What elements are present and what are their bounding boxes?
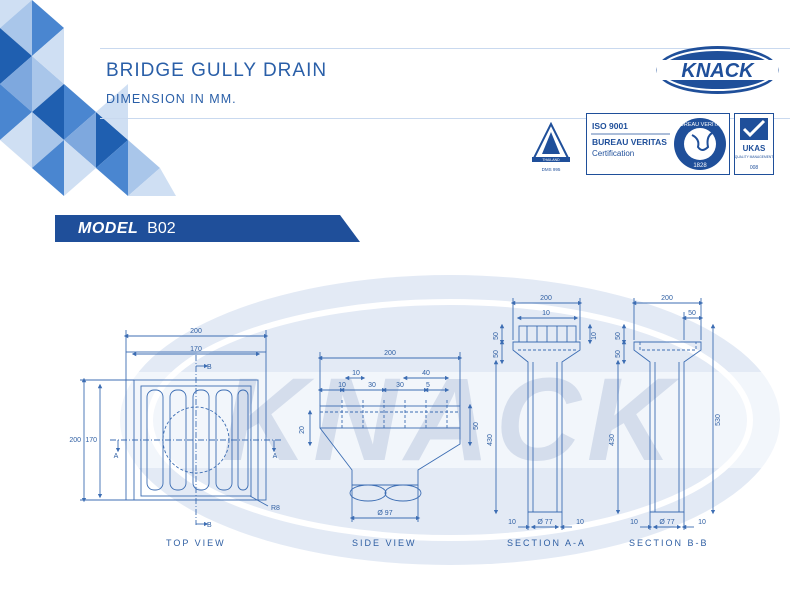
side-d4: 10	[352, 370, 360, 377]
top-section-b-bottom: B	[207, 522, 212, 529]
side-outlet: Ø 97	[377, 510, 392, 517]
side-view	[307, 352, 473, 522]
triangle-pattern	[0, 0, 176, 196]
sa-h-top: 10	[591, 332, 598, 340]
iso-text: ISO 9001	[592, 121, 628, 131]
ukas-badge: UKAS QUALITY MANAGEMENT 008	[734, 113, 774, 175]
sb-h1: 50	[615, 332, 622, 340]
sa-h1: 50	[493, 332, 500, 340]
sa-wall-r: 10	[576, 519, 584, 526]
top-h-inner: 170	[85, 437, 97, 444]
sb-h2: 50	[615, 350, 622, 358]
thai-standard-mark: THAILAND DMS 995	[532, 122, 570, 172]
top-h-outer: 200	[69, 437, 81, 444]
ukas-num-text: 008	[750, 165, 759, 171]
sa-inner: 10	[542, 310, 550, 317]
page-subtitle: DIMENSION IN MM.	[106, 92, 237, 106]
sb-flange: 50	[688, 310, 696, 317]
ukas-text: UKAS	[743, 144, 766, 153]
top-radius: R8	[271, 505, 280, 512]
watermark: KNACK	[118, 275, 783, 565]
bv-name-text: BUREAU VERITAS	[592, 137, 667, 147]
label-top-view: TOP VIEW	[166, 538, 226, 548]
model-label: MODEL B02	[78, 220, 176, 238]
side-h-left: 20	[299, 426, 306, 434]
label-side-view: SIDE VIEW	[352, 538, 417, 548]
side-d3: 30	[396, 382, 404, 389]
top-w-outer: 200	[190, 328, 202, 335]
sa-wall-l: 10	[508, 519, 516, 526]
sa-pipe: Ø 77	[537, 519, 552, 526]
section-a-view	[493, 298, 593, 530]
thai-mark-text: THAILAND	[542, 158, 560, 162]
top-view	[80, 330, 282, 527]
seal-year: 1828	[693, 163, 707, 169]
sa-h-body: 430	[487, 434, 494, 446]
model-banner	[55, 215, 360, 242]
section-b-view	[615, 298, 716, 530]
top-section-a-right: A	[273, 453, 278, 460]
sb-h-body: 430	[609, 434, 616, 446]
sb-pipe: Ø 77	[659, 519, 674, 526]
header-top-rule	[100, 48, 790, 49]
top-section-b-top: B	[207, 364, 212, 371]
sa-width: 200	[540, 295, 552, 302]
watermark-text: KNACK	[222, 354, 680, 486]
side-width: 200	[384, 350, 396, 357]
top-w-inner: 170	[190, 346, 202, 353]
sb-width: 200	[661, 295, 673, 302]
knack-logo: KNACK	[656, 46, 779, 94]
bureau-veritas-badge: ISO 9001 BUREAU VERITAS Certification BU…	[586, 113, 730, 175]
side-h-right: 50	[473, 422, 480, 430]
side-d1: 10	[338, 382, 346, 389]
side-d5: 40	[422, 370, 430, 377]
seal-text: BUREAU VERITAS	[676, 122, 724, 128]
sb-h-total: 530	[715, 414, 722, 426]
header-bottom-rule	[100, 118, 790, 119]
sb-wall-l: 10	[630, 519, 638, 526]
top-section-a-left: A	[114, 453, 119, 460]
side-d6: 5	[426, 382, 430, 389]
sa-h2: 50	[493, 350, 500, 358]
ukas-sub-text: QUALITY MANAGEMENT	[735, 155, 774, 159]
model-word: MODEL	[78, 220, 139, 237]
thai-code-text: DMS 995	[542, 167, 561, 172]
sb-wall-r: 10	[698, 519, 706, 526]
page-title: BRIDGE GULLY DRAIN	[106, 60, 328, 81]
model-code: B02	[147, 220, 176, 237]
side-d2: 30	[368, 382, 376, 389]
label-section-a: SECTION A-A	[507, 538, 587, 548]
logo-text: KNACK	[681, 60, 755, 82]
label-section-b: SECTION B-B	[629, 538, 709, 548]
bv-cert-text: Certification	[592, 149, 634, 158]
